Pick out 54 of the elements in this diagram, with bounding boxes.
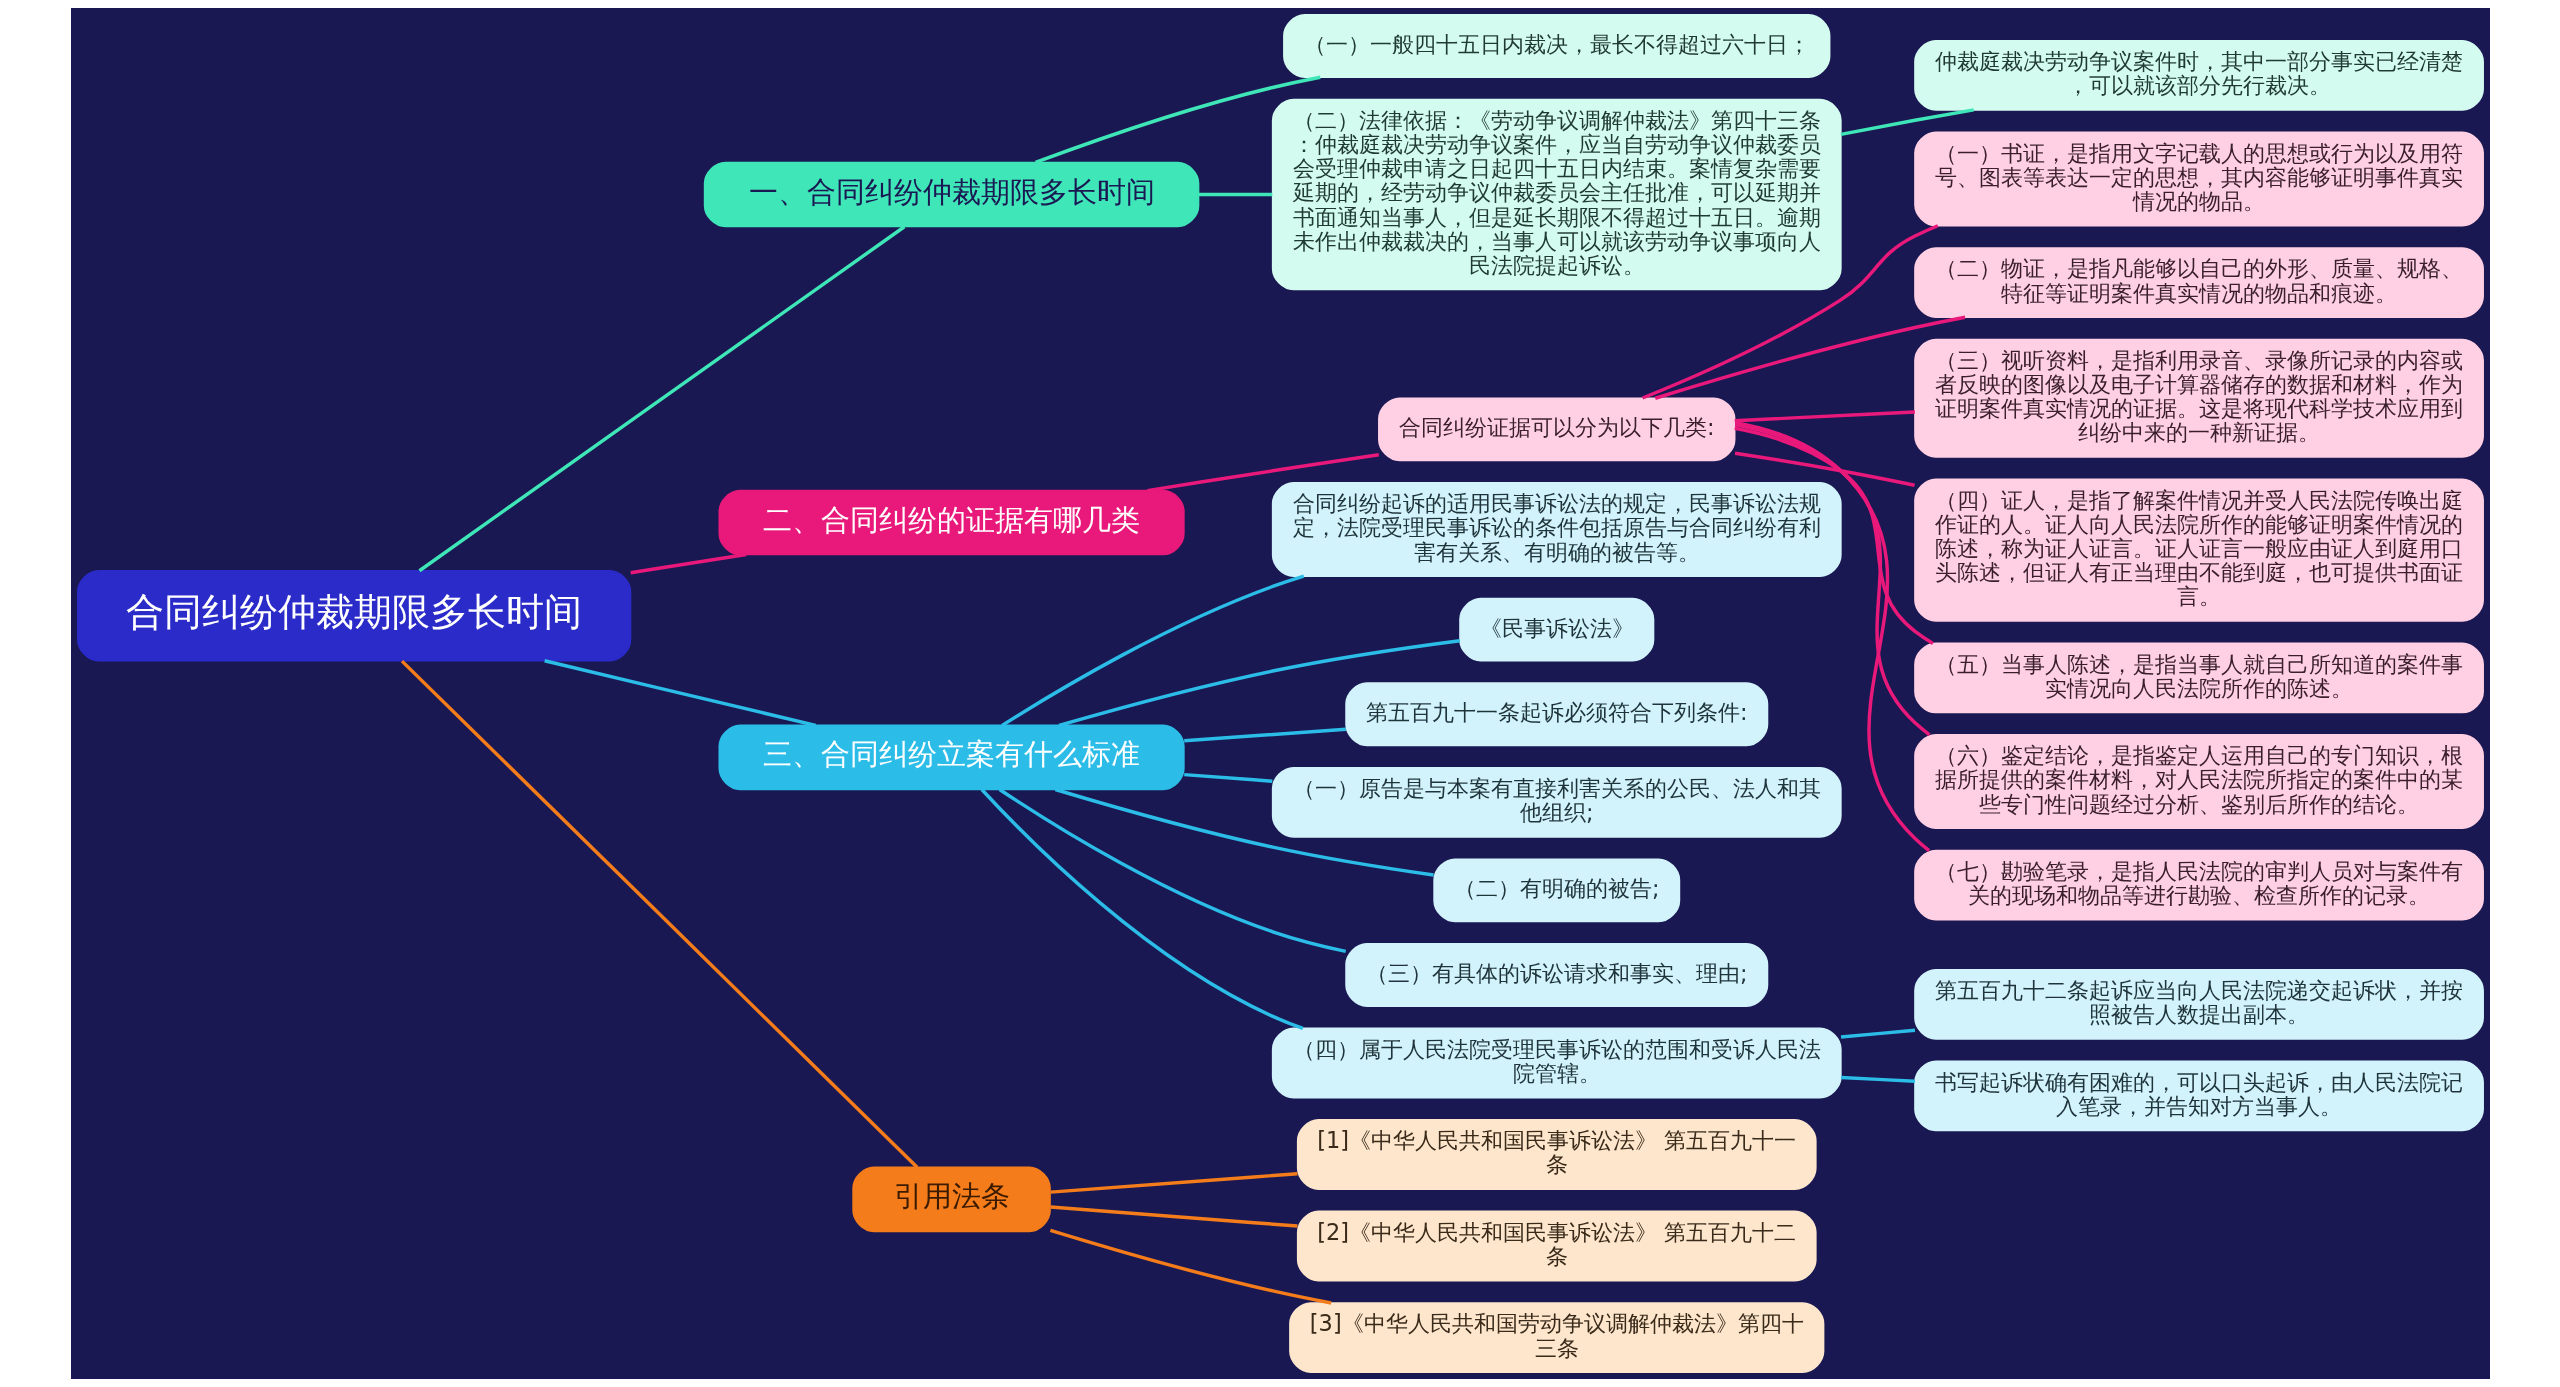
connector: [1058, 639, 1460, 728]
node-box: （二）物证，是指凡能够以自己的外形、质量、规格、特征等证明案件真实情况的物品和痕迹。: [1913, 247, 2484, 318]
node-box: 第五百九十二条起诉应当向人民法院递交起诉状，并按照被告人数提出副本。: [1913, 968, 2484, 1040]
node-box: [1]《中华人民共和国民事诉讼法》 第五百九十一条: [1296, 1119, 1817, 1190]
node-box: （二）有明确的被告;: [1432, 858, 1680, 923]
connector: [1733, 426, 1934, 645]
node-box: 三、合同纠纷立案有什么标准: [718, 724, 1185, 791]
connector: [400, 659, 918, 1169]
node-box: 书写起诉状确有困难的，可以口头起诉，由人民法院记入笔录，并告知对方当事人。: [1913, 1060, 2484, 1132]
connector: [1840, 1028, 1915, 1039]
connector: [1734, 420, 1930, 852]
connector: [629, 552, 746, 575]
node-box: 一、合同纠纷仲裁期限多长时间: [703, 161, 1199, 228]
connector: [1146, 453, 1379, 493]
node-box: 引用法条: [851, 1166, 1051, 1233]
node-box: （四）证人，是指了解案件情况并受人民法院传唤出庭作证的人。证人向人民法院所作的能够证明案件情况的陈述，称为证人证言。证人证言一般应由证人到庭用口头陈述，但证人有正当理由不能到庭，也可提供书面证言。: [1913, 478, 2484, 622]
connector: [1183, 727, 1346, 743]
node-box: （七）勘验笔录，是指人民法院的审判人员对与案件有关的现场和物品等进行勘验、检查所作的记录。: [1913, 849, 2484, 921]
connector: [1734, 410, 1915, 423]
node-box: （三）视听资料，是指利用录音、录像所记录的内容或者反映的图像以及电子计算器储存的数据和材料，作为证明案件真实情况的证据。这是将现代科学技术应用到纠纷中来的一种新证据。: [1913, 338, 2484, 458]
node-box: （一）一般四十五日内裁决，最长不得超过六十日；: [1282, 14, 1830, 78]
node-box: 二、合同纠纷的证据有哪几类: [718, 489, 1185, 556]
node-box: 合同纠纷仲裁期限多长时间: [76, 570, 631, 662]
node-box: [2]《中华人民共和国民事诉讼法》 第五百九十二条: [1296, 1210, 1817, 1282]
connector: [1734, 423, 1930, 737]
connector: [1050, 1205, 1298, 1228]
node-box: 《民事诉讼法》: [1458, 597, 1654, 662]
node-box: （五）当事人陈述，是指当事人就自己所知道的案件事实情况向人民法院所作的陈述。: [1913, 642, 2484, 714]
node-box: [3]《中华人民共和国劳动争议调解仲裁法》第四十三条: [1288, 1302, 1824, 1373]
node-box: （四）属于人民法院受理民事诉讼的范围和受诉人民法院管辖。: [1271, 1027, 1842, 1099]
node-box: 第五百九十一条起诉必须符合下列条件:: [1344, 682, 1768, 747]
node-box: （一）原告是与本案有直接利害关系的公民、法人和其他组织;: [1271, 766, 1842, 838]
connector: [1054, 787, 1434, 877]
connector: [1734, 451, 1915, 487]
connector: [1049, 1228, 1331, 1305]
connector: [1000, 574, 1304, 727]
node-box: （二）法律依据：《劳动争议调解仲裁法》第四十三条：仲裁庭裁决劳动争议案件，应当自劳动争议仲裁委员会受理仲裁申请之日起四十五日内结束。案情复杂需要延期的，经劳动争议仲裁委员会主任批准，可以延期并书面通知当事人，但是延长期限不得超过十五日。逾期未作出仲裁裁决的，当事人可以就该劳动争议事项向人民法院提起诉讼。: [1271, 98, 1842, 291]
node-box: （一）书证，是指用文字记载人的思想或行为以及用符号、图表等表达一定的思想，其内容能够证明事件真实情况的物品。: [1913, 131, 2484, 227]
node-box: 仲裁庭裁决劳动争议案件时，其中一部分事实已经清楚，可以就该部分先行裁决。: [1913, 39, 2484, 111]
node-box: （六）鉴定结论，是指鉴定人运用自己的专门知识，根据所提供的案件材料，对人民法院所指定的案件中的某些专门性问题经过分析、鉴别后所作的结论。: [1913, 734, 2484, 830]
connector: [980, 788, 1303, 1030]
connector: [1654, 315, 1965, 400]
connector: [1198, 192, 1272, 197]
connector: [998, 788, 1346, 953]
connector: [1641, 224, 1938, 400]
node-box: （三）有具体的诉讼请求和事实、理由;: [1344, 943, 1768, 1007]
node-box: 合同纠纷证据可以分为以下几类:: [1377, 397, 1735, 462]
connector: [1183, 772, 1272, 783]
connector: [1034, 75, 1321, 165]
connector: [417, 225, 905, 573]
connector: [1050, 1172, 1298, 1194]
connector: [543, 659, 816, 728]
node-box: 合同纠纷起诉的适用民事诉讼法的规定，民事诉讼法规定，法院受理民事诉讼的条件包括原告与合同纠纷有利害有关系、有明确的被告等。: [1271, 482, 1842, 577]
connector: [1840, 1075, 1915, 1084]
